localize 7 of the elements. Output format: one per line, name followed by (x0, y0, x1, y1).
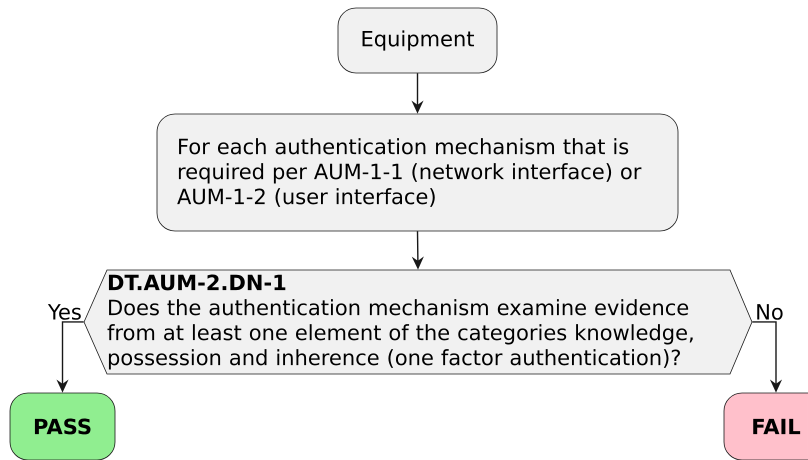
rounded-box: For each authentication mechanism that is required per AUM-1-1 (network interface) or AUM-1-2 (user interface) (156, 114, 678, 232)
rounded-box: FAIL (724, 392, 808, 460)
edge-label: No (757, 304, 783, 320)
decision-hexagon: DT.AUM-2.DN-1 Does the authentication mechanism examine evidence from at least one element of the categories knowledge, possession and inherence (one factor authentication)? (84, 270, 752, 374)
edge-label: Yes (48, 304, 81, 320)
rounded-box: Equipment (338, 8, 498, 74)
rounded-box: PASS (10, 392, 116, 460)
